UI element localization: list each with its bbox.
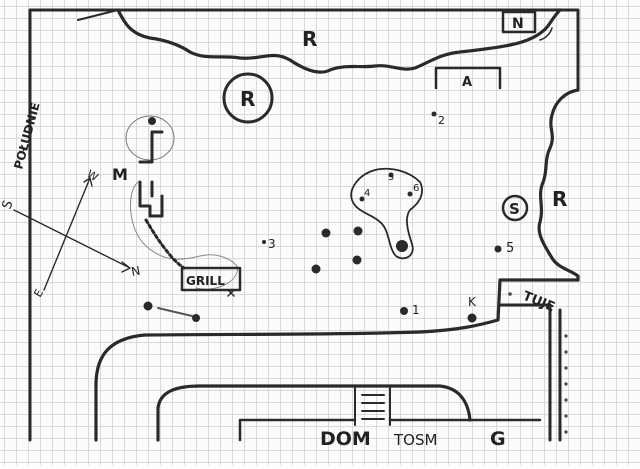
plant-dot: [359, 196, 365, 202]
plant-dot: [321, 228, 331, 238]
plant-dot: [192, 314, 200, 322]
compass-lines: [13, 177, 131, 291]
marker-5a: 5: [388, 172, 394, 183]
a-box: [434, 66, 502, 90]
label-house-extra: TOSM: [393, 431, 437, 449]
r-circle-outline: [222, 72, 274, 124]
plant-dot: [388, 172, 394, 178]
label-m: M: [112, 165, 128, 184]
grill-box: [180, 266, 242, 292]
plant-dot: [431, 111, 437, 117]
pond-outline: [350, 167, 423, 260]
plant-dot: [400, 307, 408, 315]
label-s-circle: S: [509, 200, 520, 218]
plant-dot: [262, 240, 266, 244]
plant-dot: [494, 245, 502, 253]
label-grill: GRILL: [186, 274, 225, 288]
compass-south: S: [0, 198, 17, 211]
label-n-box: N: [512, 16, 524, 32]
plant-dot: [407, 191, 413, 197]
plant-dot: [353, 226, 363, 236]
s-circle-outline: [501, 194, 529, 222]
path-outer: [94, 278, 580, 442]
compass-north: N: [130, 264, 141, 279]
label-r-right: R: [552, 187, 567, 211]
label-house: DOM: [320, 428, 371, 450]
marker-1: 1: [412, 303, 420, 317]
plant-dot: [467, 313, 477, 323]
stairs: [354, 387, 391, 426]
label-r-circle: R: [240, 87, 255, 111]
house-outline: [238, 418, 542, 442]
n-box: [501, 10, 537, 34]
marker-4: 4: [364, 188, 370, 199]
label-r-top: R: [302, 27, 317, 51]
compass-side-label: POŁUDNIE: [11, 101, 42, 171]
plant-dot: [311, 264, 321, 274]
m-structure: [138, 130, 164, 218]
marker-k: K: [468, 295, 477, 309]
tuje-strip: [498, 303, 562, 442]
marker-2: 2: [438, 114, 445, 127]
marker-6: 6: [413, 183, 419, 194]
marker-3: 3: [268, 237, 276, 251]
m-chain: [144, 218, 186, 270]
path-inner: [156, 384, 472, 442]
property-border: [28, 8, 580, 442]
plant-dot: [352, 255, 362, 265]
plant-dot: [143, 301, 153, 311]
corner-stroke: [77, 9, 119, 21]
path-bar: [157, 307, 193, 317]
label-a-box: A: [462, 75, 472, 90]
label-tuje: TUJE: [521, 289, 557, 315]
label-house-g: G: [490, 428, 506, 450]
tree-row-top-outline: [116, 8, 562, 74]
compass-west: W: [85, 167, 101, 184]
tuje-dots: [508, 292, 568, 434]
marker-5b: 5: [506, 241, 514, 256]
tree-row-right-outline: [537, 88, 580, 282]
plant-dot: [396, 240, 408, 252]
plant-dot: [148, 117, 156, 125]
